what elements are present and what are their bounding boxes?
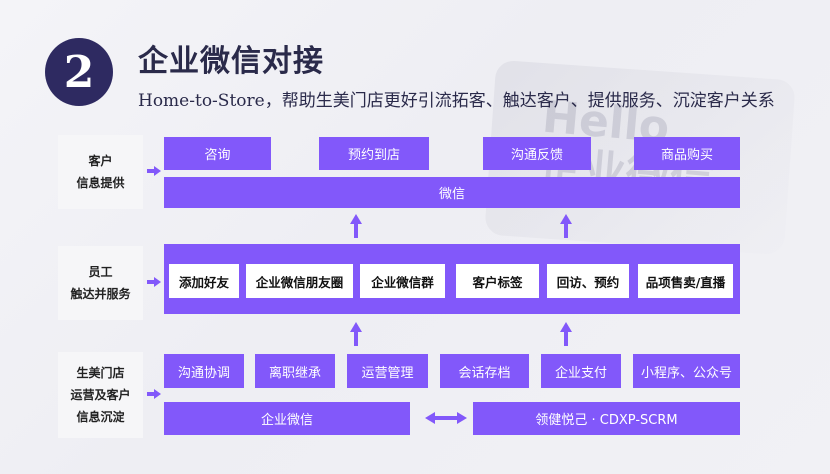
row-label-store: 生美门店 运营及客户 信息沉淀 bbox=[58, 352, 143, 438]
store-box-coordination: 沟通协调 bbox=[164, 354, 244, 388]
row-label-staff: 员工 触达并服务 bbox=[58, 246, 143, 320]
staff-box-add-friend: 添加好友 bbox=[169, 264, 239, 298]
page-title: 企业微信对接 bbox=[138, 44, 324, 79]
arrow-right-icon bbox=[147, 389, 161, 399]
staff-box-group: 企业微信群 bbox=[360, 264, 445, 298]
arrow-up-icon bbox=[560, 322, 572, 346]
arrow-up-icon bbox=[350, 214, 362, 238]
staff-box-sales-live: 品项售卖/直播 bbox=[638, 264, 733, 298]
section-number-badge: 2 bbox=[45, 38, 113, 106]
arrow-right-icon bbox=[147, 166, 161, 176]
staff-box-tags: 客户标签 bbox=[456, 264, 539, 298]
arrow-up-icon bbox=[350, 322, 362, 346]
store-box-payment: 企业支付 bbox=[541, 354, 621, 388]
page-subtitle: Home-to-Store，帮助生美门店更好引流拓客、触达客户、提供服务、沉淀客… bbox=[138, 91, 775, 111]
store-box-miniprogram: 小程序、公众号 bbox=[633, 354, 740, 388]
arrow-right-icon bbox=[147, 277, 161, 287]
customer-box-appointment: 预约到店 bbox=[319, 137, 429, 170]
customer-box-purchase: 商品购买 bbox=[634, 137, 740, 170]
customer-box-feedback: 沟通反馈 bbox=[483, 137, 591, 170]
wechat-bar: 微信 bbox=[164, 177, 740, 208]
store-box-archive: 会话存档 bbox=[440, 354, 529, 388]
store-box-succession: 离职继承 bbox=[255, 354, 335, 388]
wecom-bar: 企业微信 bbox=[164, 402, 410, 435]
scrm-bar: 领健悦己 · CDXP-SCRM bbox=[473, 402, 740, 435]
customer-box-consult: 咨询 bbox=[164, 137, 271, 170]
staff-box-moments: 企业微信朋友圈 bbox=[246, 264, 353, 298]
store-box-operations: 运营管理 bbox=[347, 354, 428, 388]
arrow-up-icon bbox=[560, 214, 572, 238]
staff-box-revisit: 回访、预约 bbox=[547, 264, 629, 298]
bidirectional-arrow-icon bbox=[425, 412, 467, 424]
row-label-customer: 客户 信息提供 bbox=[58, 135, 143, 209]
